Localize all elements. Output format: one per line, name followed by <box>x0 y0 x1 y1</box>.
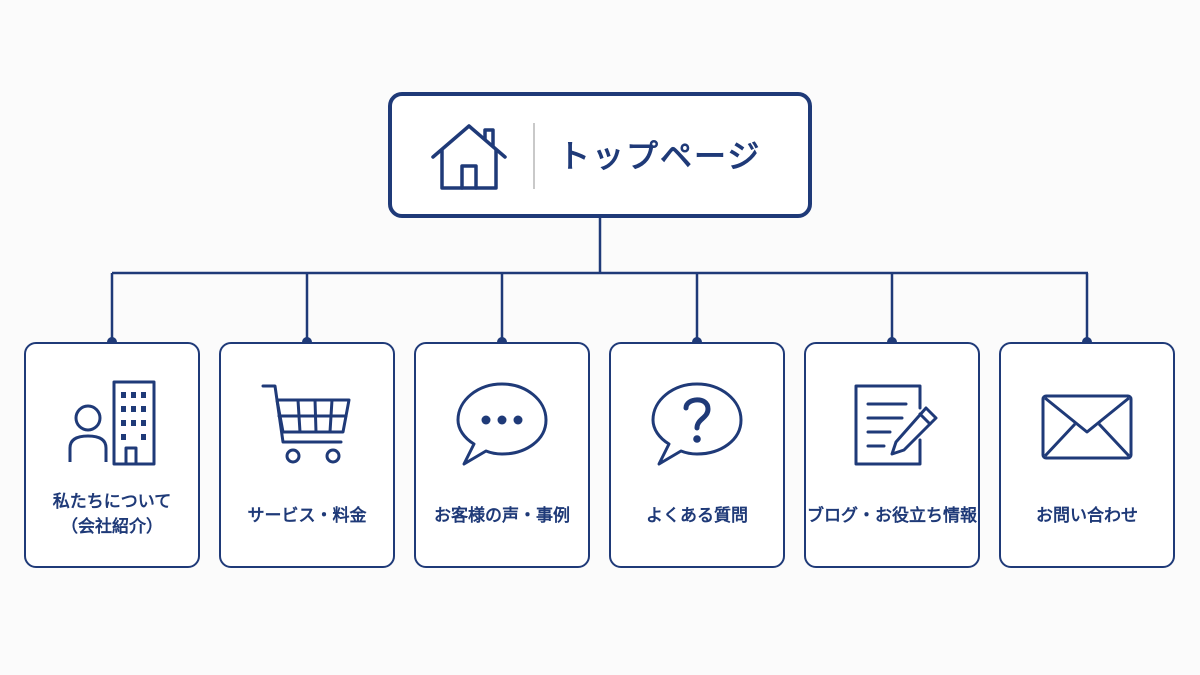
label-line-1: ブログ・お役立ち情報 <box>807 506 977 526</box>
person-building-icon <box>68 380 156 466</box>
child-node-about[interactable]: 私たちについて （会社紹介） <box>24 342 200 568</box>
top-divider <box>533 123 535 189</box>
child-node-label: よくある質問 <box>611 504 783 529</box>
question-bubble-icon <box>651 382 743 466</box>
top-page-node[interactable]: トップページ <box>388 92 812 218</box>
child-node-label: ブログ・お役立ち情報 <box>806 504 978 529</box>
label-line-1: 私たちについて <box>52 492 172 512</box>
child-node-label: お問い合わせ <box>1001 504 1173 529</box>
child-node-label: 私たちについて （会社紹介） <box>26 490 198 540</box>
speech-bubble-icon <box>456 382 548 466</box>
label-line-2: （会社紹介） <box>61 517 163 537</box>
top-page-title: トップページ <box>558 137 762 175</box>
envelope-icon <box>1041 394 1133 460</box>
child-node-label: サービス・料金 <box>221 504 393 529</box>
label-line-1: お客様の声・事例 <box>434 506 570 526</box>
child-node-services[interactable]: サービス・料金 <box>219 342 395 568</box>
document-pencil-icon <box>854 384 938 466</box>
child-node-testimonials[interactable]: お客様の声・事例 <box>414 342 590 568</box>
child-node-label: お客様の声・事例 <box>416 504 588 529</box>
child-node-contact[interactable]: お問い合わせ <box>999 342 1175 568</box>
child-node-blog[interactable]: ブログ・お役立ち情報 <box>804 342 980 568</box>
home-icon <box>431 124 507 190</box>
shopping-cart-icon <box>261 384 351 464</box>
child-node-faq[interactable]: よくある質問 <box>609 342 785 568</box>
label-line-1: お問い合わせ <box>1036 506 1138 526</box>
label-line-1: サービス・料金 <box>247 506 367 526</box>
label-line-1: よくある質問 <box>646 506 748 526</box>
